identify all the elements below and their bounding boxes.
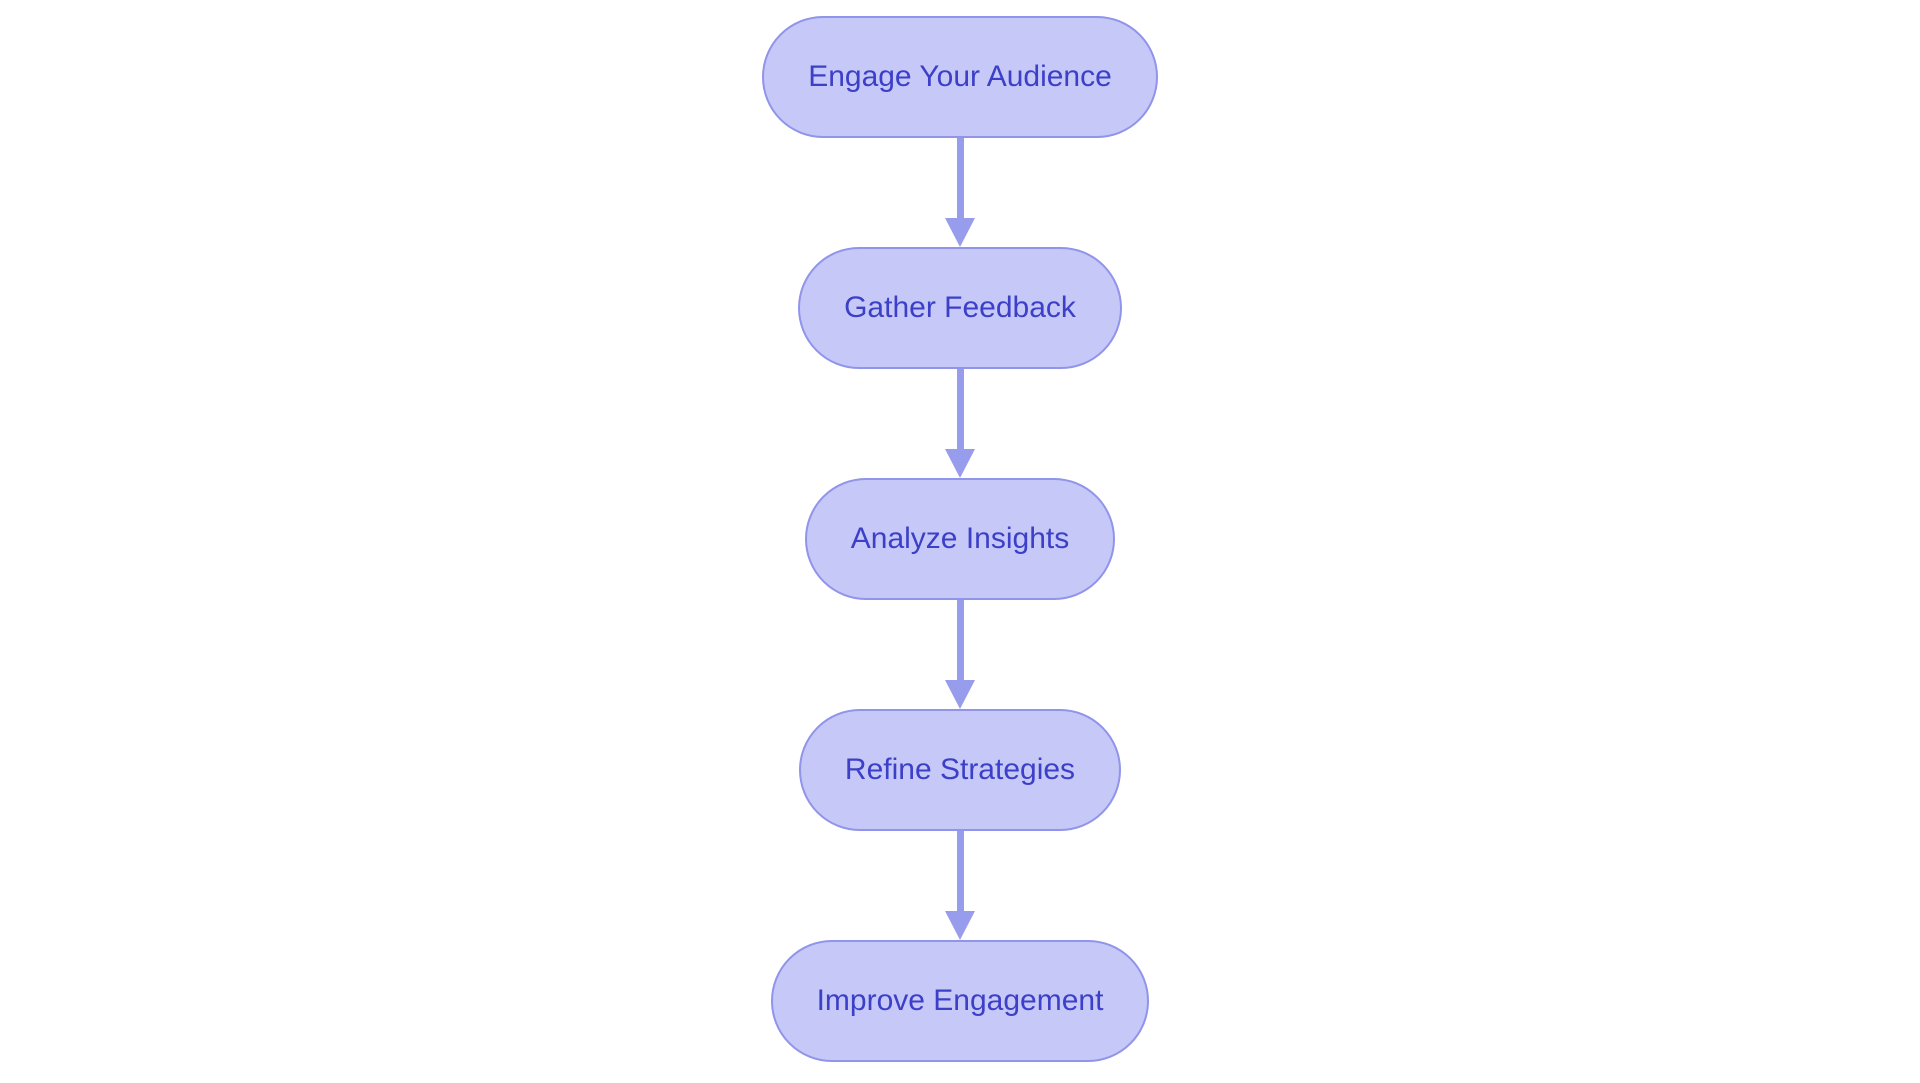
edge-arrow-3-4 <box>945 600 975 709</box>
node-label: Engage Your Audience <box>808 60 1112 93</box>
flowchart-node-gather-feedback: Gather Feedback <box>798 247 1122 369</box>
flowchart-node-engage-your-audience: Engage Your Audience <box>762 16 1158 138</box>
node-label: Gather Feedback <box>844 291 1076 324</box>
arrow-head-down-icon <box>945 680 975 709</box>
arrow-head-down-icon <box>945 218 975 247</box>
edge-arrow-4-5 <box>945 831 975 940</box>
arrow-stem <box>956 831 964 911</box>
node-label: Refine Strategies <box>844 753 1076 786</box>
flowchart-node-refine-strategies: Refine Strategies <box>798 709 1122 831</box>
flowchart-node-improve-engagement: Improve Engagement <box>770 940 1150 1062</box>
flowchart-node-analyze-insights: Analyze Insights <box>804 478 1116 600</box>
arrow-stem <box>956 369 964 449</box>
edge-arrow-1-2 <box>945 138 975 247</box>
node-label: Analyze Insights <box>850 522 1070 555</box>
arrow-stem <box>956 138 964 218</box>
node-label: Improve Engagement <box>816 984 1104 1017</box>
edge-arrow-2-3 <box>945 369 975 478</box>
arrow-head-down-icon <box>945 449 975 478</box>
arrow-stem <box>956 600 964 680</box>
arrow-head-down-icon <box>945 911 975 940</box>
